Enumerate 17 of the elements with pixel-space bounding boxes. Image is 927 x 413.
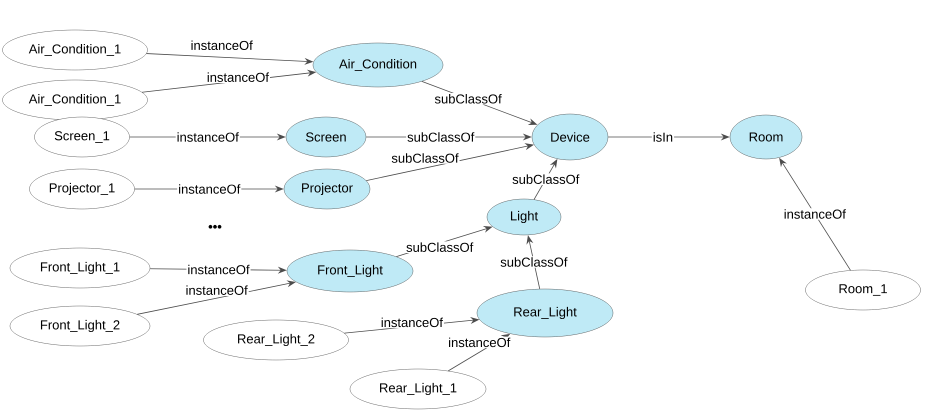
- edge-label: instanceOf: [782, 208, 847, 220]
- edge-label: subClassOf: [390, 152, 460, 164]
- edge-label: instanceOf: [186, 264, 251, 276]
- edge-label: subClassOf: [406, 131, 476, 143]
- edge-label: instanceOf: [176, 131, 240, 143]
- edge-label: instanceOf: [190, 39, 254, 52]
- edge-label: instanceOf: [380, 316, 444, 328]
- edge-label: instanceOf: [177, 183, 242, 195]
- edge-label: subClassOf: [434, 93, 503, 105]
- edge-label: subClassOf: [405, 241, 474, 253]
- edge-label: subClassOf: [511, 173, 580, 185]
- edge-label: isIn: [652, 131, 674, 143]
- ellipsis-label: •••: [208, 224, 222, 229]
- edge-label: subClassOf: [499, 256, 568, 268]
- edge-label: instanceOf: [206, 71, 270, 83]
- edge-label: instanceOf: [447, 336, 512, 348]
- edge-label: instanceOf: [184, 284, 249, 296]
